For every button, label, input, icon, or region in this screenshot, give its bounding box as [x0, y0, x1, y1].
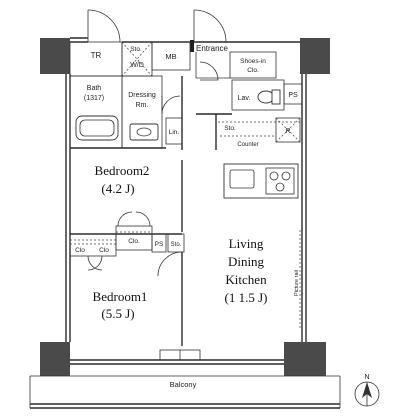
north-label: N	[364, 374, 369, 381]
dressing-label-2: Rm.	[136, 102, 149, 109]
balcony-label: Balcony	[170, 380, 197, 389]
picture-rail-label: Picture rail	[294, 270, 300, 296]
column-top-left	[40, 38, 70, 74]
ps-mid-label: PS	[155, 241, 164, 248]
bedroom2-size: (4.2 J)	[101, 181, 134, 196]
kitchen-sink	[229, 169, 255, 189]
bath-label-2: (1317)	[84, 95, 104, 102]
mb-label: MB	[165, 52, 176, 61]
kitchen-storage: Sto. R Counter	[218, 117, 302, 148]
ldk-size: (1 1.5 J)	[225, 290, 268, 305]
column-bottom-right	[284, 342, 326, 376]
clo-left1-label: Clo	[75, 247, 85, 254]
door-top-left	[87, 9, 121, 43]
r-label: R	[285, 128, 290, 135]
entrance-area: Entrance Shoes-in Clo.	[195, 44, 277, 81]
wd-label: W/D	[130, 62, 144, 69]
bedroom1: Bedroom1 (5.5 J)	[93, 289, 148, 321]
bedroom2-name: Bedroom2	[95, 163, 150, 178]
wall-top-center	[190, 40, 194, 52]
structural-columns	[40, 38, 330, 376]
ps-right-label: PS	[288, 92, 298, 99]
bathtub	[75, 115, 119, 141]
door-entrance	[193, 9, 227, 43]
entrance-label: Entrance	[196, 44, 229, 53]
clo-mid-label: Clo.	[128, 238, 140, 245]
dressing-label-1: Dressing	[128, 92, 156, 99]
balcony: Balcony	[29, 375, 341, 409]
sto-kitchen-label: Sto.	[224, 125, 236, 132]
stove	[265, 167, 295, 195]
sto-mid-label: Sto.	[171, 242, 182, 248]
shoes-clo-label-2: Clo.	[247, 67, 259, 74]
clo-left2-label: Clo	[99, 247, 109, 254]
linen-closet: Lin.	[165, 117, 183, 145]
sto-top-label: Sto.	[130, 46, 142, 53]
bedroom1-size: (5.5 J)	[101, 306, 134, 321]
column-bottom-left	[40, 342, 70, 376]
top-service-strip: TR Sto. W/D MB	[69, 41, 191, 77]
bath-room: Bath (1317)	[69, 75, 123, 149]
counter-label: Counter	[237, 142, 258, 148]
column-top-right	[300, 38, 330, 74]
tr-label: TR	[91, 51, 102, 60]
shoes-clo-label-1: Shoes-in	[240, 58, 266, 65]
lavatory: Lav.	[231, 79, 285, 111]
ldk-line1: Living	[229, 236, 264, 251]
lav-label: Lav.	[238, 95, 251, 102]
living-dining-kitchen: Living Dining Kitchen (1 1.5 J) Picture …	[225, 230, 301, 330]
washbasin	[129, 123, 159, 141]
ldk-line2: Dining	[228, 254, 265, 269]
north-arrow-icon: N	[354, 374, 380, 407]
lin-label: Lin.	[169, 129, 180, 136]
kitchen	[223, 163, 299, 199]
balcony-window	[159, 349, 201, 361]
bedroom2: Bedroom2 (4.2 J)	[95, 163, 150, 196]
bath-label-1: Bath	[87, 85, 102, 92]
ps-right: PS	[283, 83, 303, 105]
bedroom1-name: Bedroom1	[93, 289, 148, 304]
mid-closets: Clo Clo Clo. PS Sto.	[69, 211, 185, 277]
ldk-line3: Kitchen	[225, 272, 267, 287]
dressing-room: Dressing Rm.	[121, 75, 181, 149]
kitchen-counter	[223, 163, 299, 199]
